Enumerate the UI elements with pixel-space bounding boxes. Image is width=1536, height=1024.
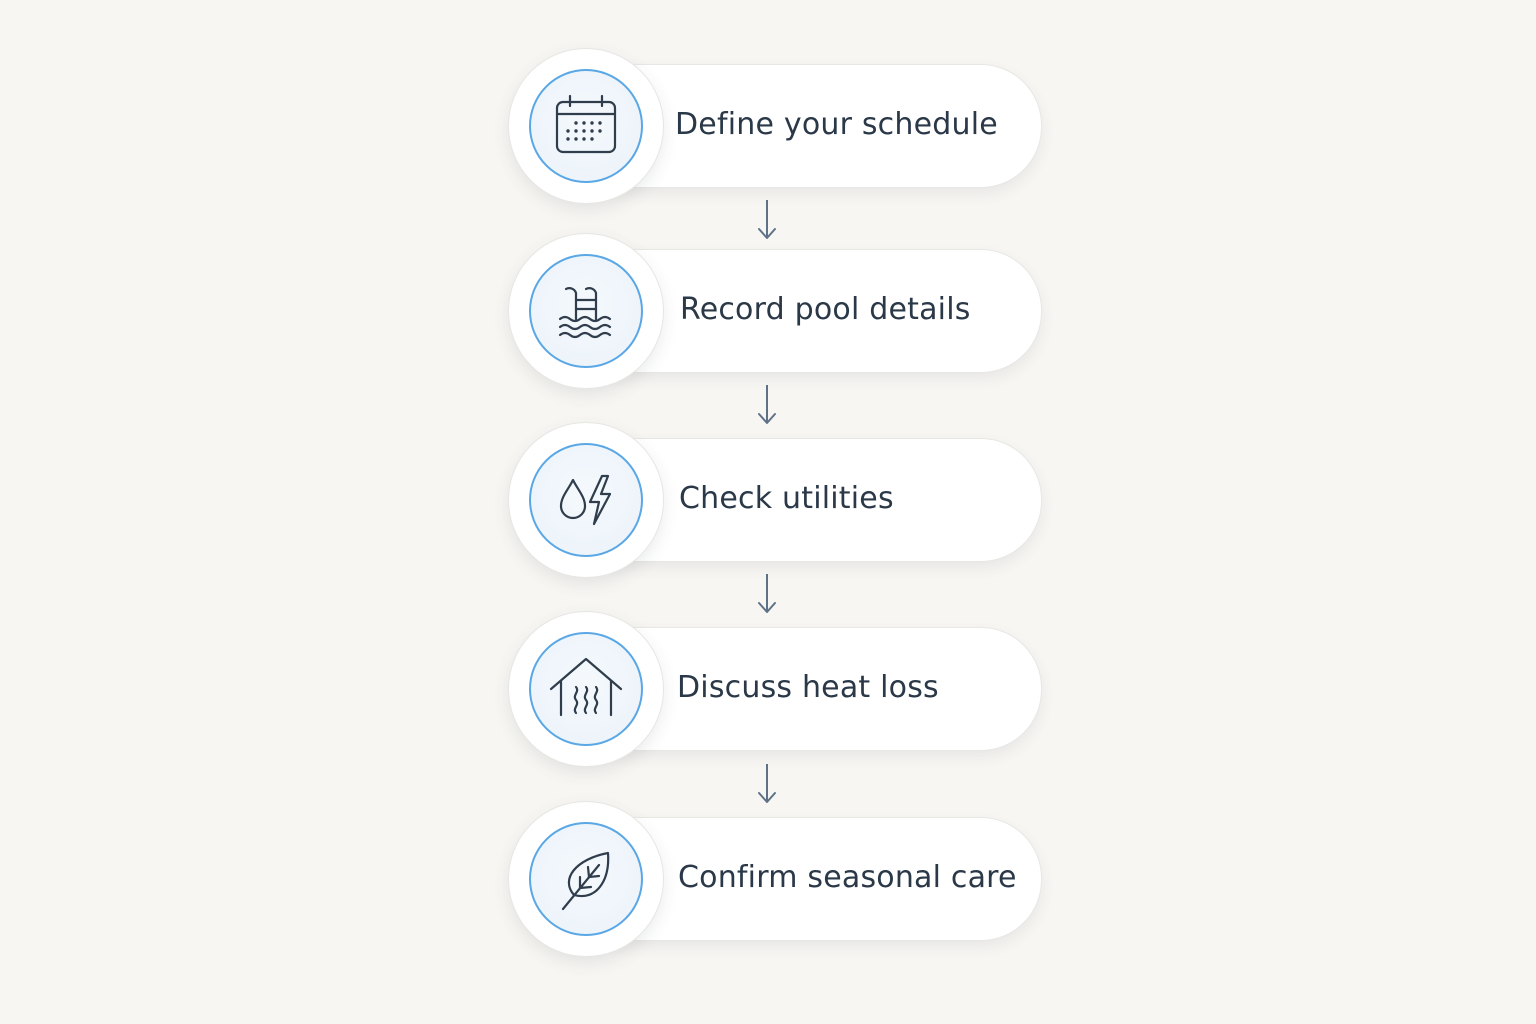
water-electricity-icon xyxy=(529,443,643,557)
pool-ladder-icon xyxy=(529,254,643,368)
step-check-utilities: Check utilities xyxy=(508,422,1042,578)
arrow-down-icon xyxy=(758,385,776,424)
step-define-schedule: Define your schedule xyxy=(508,48,1042,204)
leaf-icon xyxy=(529,822,643,936)
icon-badge xyxy=(508,611,664,767)
step-discuss-heat-loss: Discuss heat loss xyxy=(508,611,1042,767)
icon-badge xyxy=(508,233,664,389)
arrow-down-icon xyxy=(758,764,776,803)
arrow-down-icon xyxy=(758,200,776,239)
step-label: Record pool details xyxy=(680,292,971,327)
icon-badge xyxy=(508,422,664,578)
step-label: Discuss heat loss xyxy=(677,670,939,705)
icon-badge xyxy=(508,801,664,957)
icon-badge xyxy=(508,48,664,204)
step-label: Define your schedule xyxy=(675,107,998,142)
step-confirm-seasonal-care: Confirm seasonal care xyxy=(508,801,1042,957)
calendar-icon xyxy=(529,69,643,183)
house-heat-icon xyxy=(529,632,643,746)
step-record-pool-details: Record pool details xyxy=(508,233,1042,389)
arrow-down-icon xyxy=(758,574,776,613)
step-label: Check utilities xyxy=(679,481,894,516)
step-label: Confirm seasonal care xyxy=(678,860,1017,895)
